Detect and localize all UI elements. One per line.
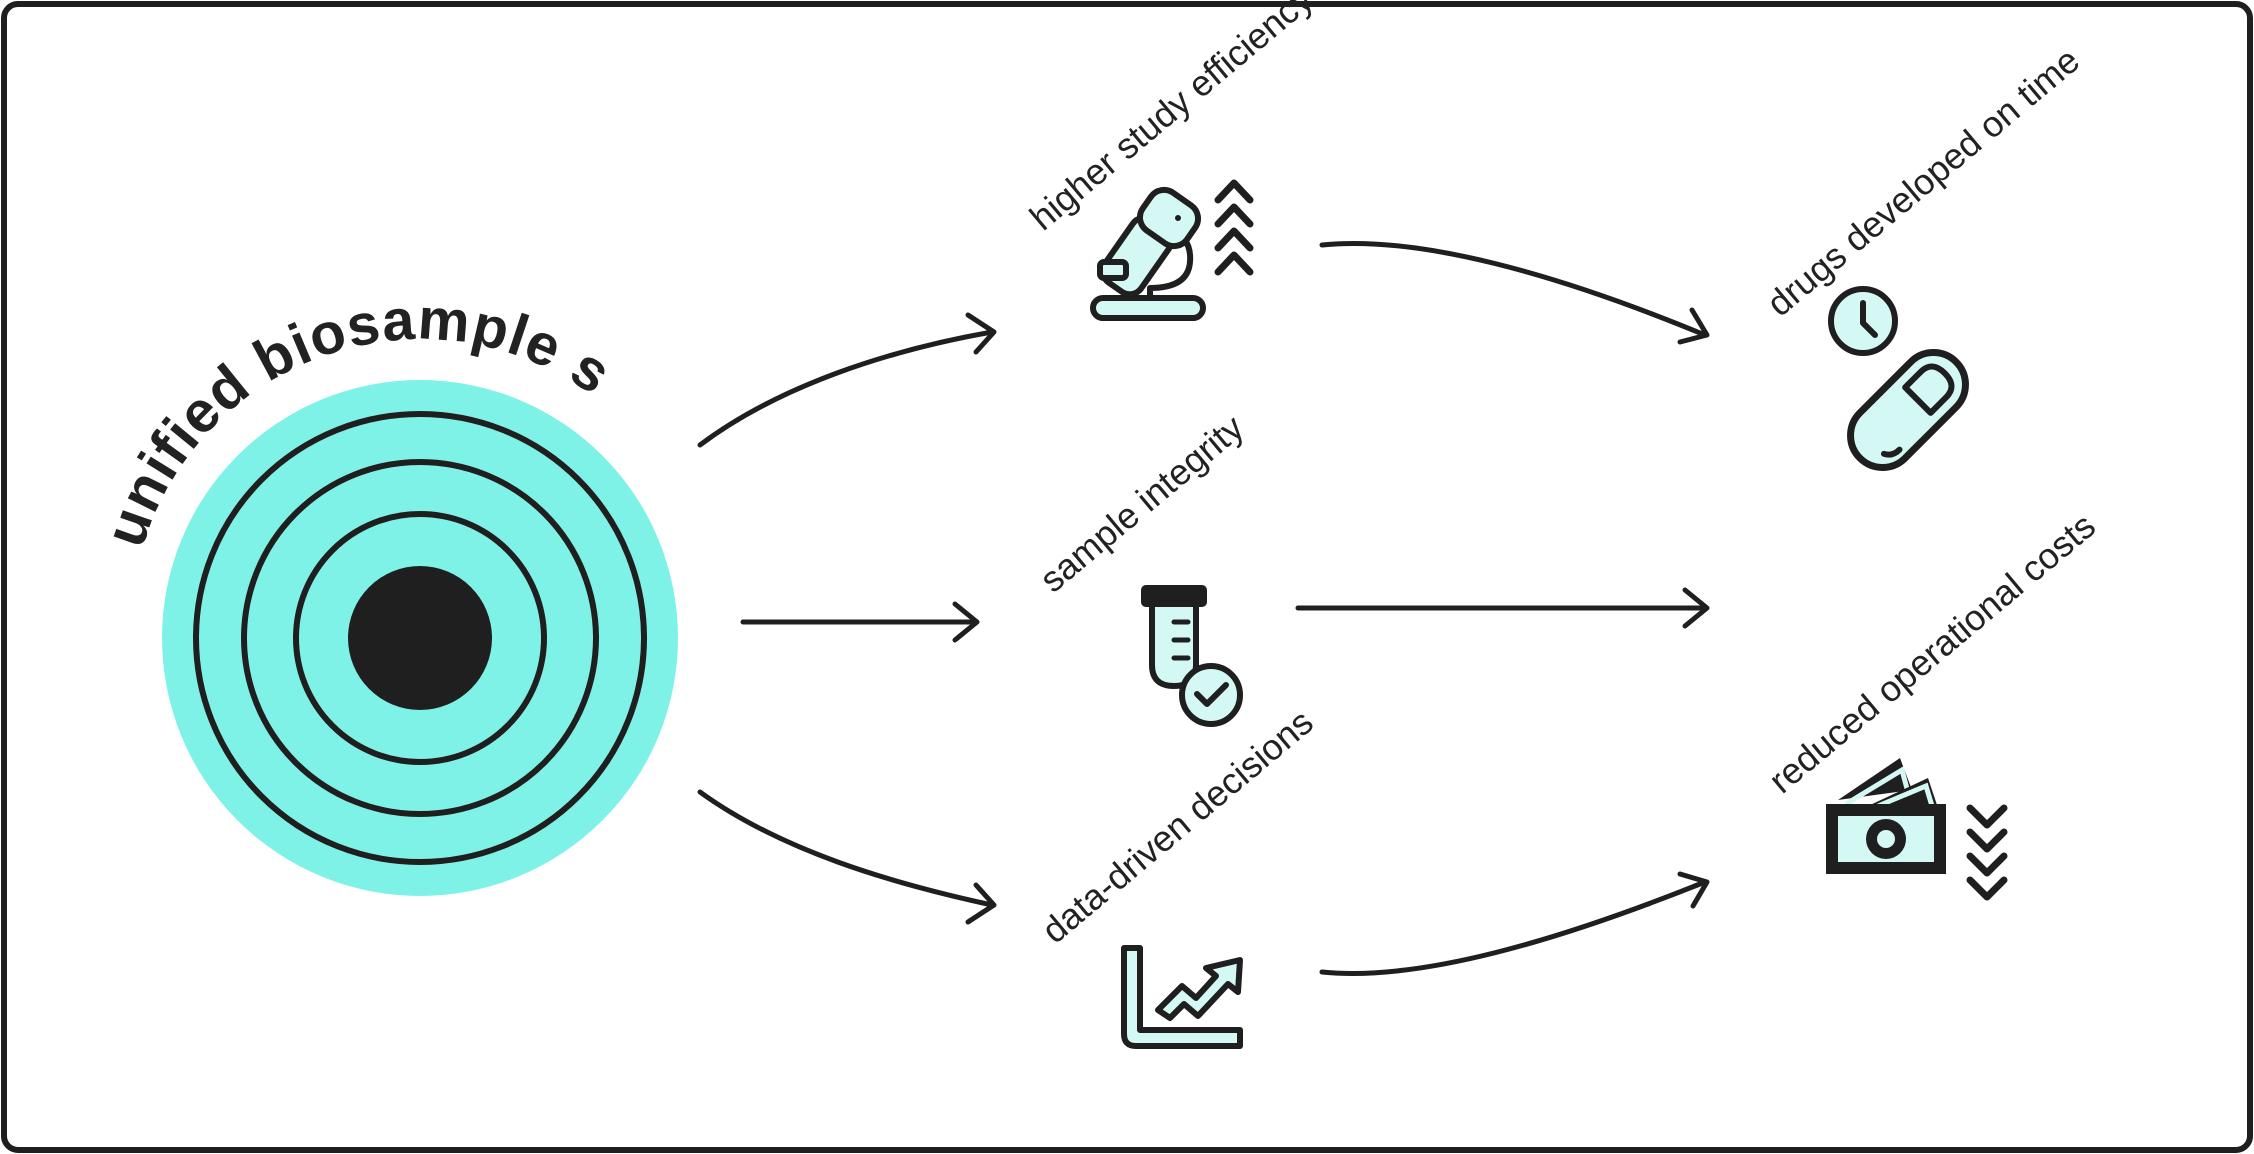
microscope-icon [1090,186,1206,321]
trend-chart-icon [1121,945,1243,1049]
arrow-core-to-efficiency [697,312,997,448]
arrow-decisions-to-costs [1319,871,1710,976]
test-tube-check-icon [1141,585,1243,727]
chevrons-down-icon [1966,804,2008,901]
arrow-efficiency-to-drugs [1319,240,1710,345]
chevrons-up-icon [1214,179,1254,276]
arrow-integrity-to-costs [1295,587,1710,629]
concentric-target-icon [162,380,678,896]
arrow-core-to-integrity [740,601,980,643]
clock-pill-icon [1828,286,1969,471]
money-stack-icon [1826,758,1946,874]
arrow-core-to-decisions [697,789,997,925]
